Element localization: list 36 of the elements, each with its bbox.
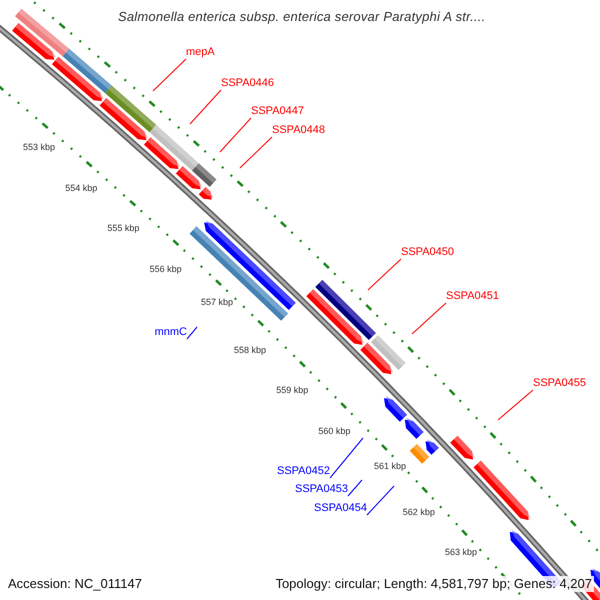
gene-label: SSPA0451 [446, 290, 500, 303]
genome-title: Salmonella enterica subsp. enterica serovar Paratyphi A str.... [118, 9, 486, 24]
leader-line [220, 118, 252, 152]
leader-line [330, 438, 364, 478]
scale-label: 556 kbp [148, 264, 183, 274]
accession-text: Accession: NC_011147 [6, 576, 144, 592]
scale-label: 561 kbp [373, 461, 408, 472]
scale-label: 557 kbp [200, 297, 234, 308]
gene-label: mepA [186, 46, 215, 59]
scale-label: 558 kbp [233, 344, 268, 356]
leader-line [240, 136, 272, 168]
leader-line [348, 480, 362, 496]
scale-label: 559 kbp [275, 385, 310, 396]
topology-text: Topology: circular; Length: 4,581,797 bp; Genes: 4,207 [273, 576, 594, 592]
scale-label: 563 kbp [444, 547, 478, 558]
scale-label: 560 kbp [317, 426, 352, 436]
leader-line [190, 90, 222, 124]
gene-label: SSPA0446 [221, 77, 274, 90]
gene-label: SSPA0447 [251, 105, 304, 118]
leader-line [368, 258, 402, 290]
gene-label: SSPA0452 [276, 465, 330, 478]
leader-line [152, 58, 186, 92]
scale-label: 554 kbp [64, 182, 98, 194]
scale-label: 553 kbp [22, 142, 56, 153]
gene-label: SSPA0450 [401, 246, 454, 259]
scale-label: 555 kbp [106, 223, 140, 234]
leader-line [186, 326, 198, 340]
leader-line [412, 302, 446, 334]
gene-label: SSPA0454 [314, 502, 367, 515]
gene-label: SSPA0455 [533, 377, 586, 390]
leader-line [366, 486, 394, 516]
gene-label: mnmC [154, 326, 187, 339]
gene-label: SSPA0448 [272, 124, 326, 137]
scale-label: 562 kbp [402, 506, 436, 518]
gene-label: SSPA0453 [294, 483, 348, 496]
leader-line [498, 390, 534, 420]
